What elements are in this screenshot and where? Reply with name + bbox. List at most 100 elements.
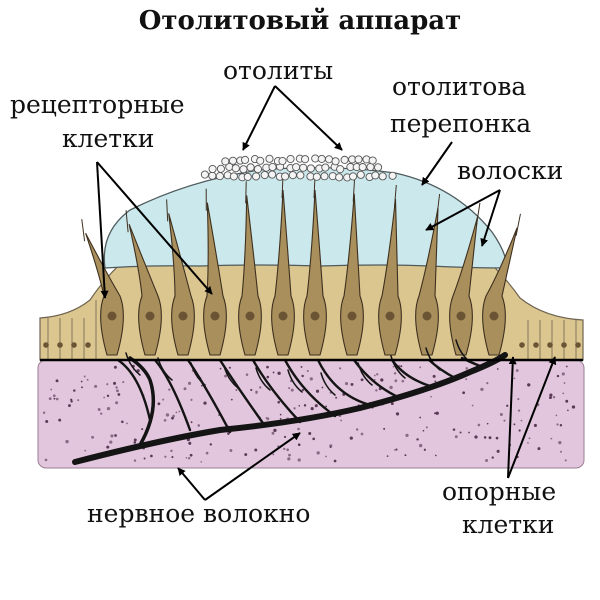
tissue-speck [549, 396, 552, 400]
tissue-speck [491, 456, 494, 459]
tissue-speck [190, 421, 193, 424]
tissue-speck [471, 404, 474, 407]
otolith [252, 172, 261, 181]
tissue-speck [297, 443, 301, 447]
tissue-speck [325, 455, 327, 458]
arrow-hairs-left [425, 189, 501, 231]
tissue-speck [114, 434, 117, 437]
tissue-speck [301, 374, 304, 378]
tissue-speck [383, 427, 386, 430]
tissue-speck [563, 382, 566, 384]
tissue-speck [528, 437, 531, 440]
arrow-receptor-right [96, 161, 213, 295]
receptor-nucleus [385, 311, 395, 321]
tissue-speck [227, 432, 230, 435]
tissue-speck [81, 386, 83, 389]
tissue-speck [394, 448, 397, 451]
tissue-speck [301, 388, 305, 392]
tissue-speck [315, 389, 320, 393]
tissue-speck [423, 448, 426, 451]
tissue-speck [418, 443, 423, 448]
receptor-cell [128, 223, 162, 356]
otolith [296, 171, 305, 180]
otolith [306, 164, 315, 173]
tissue-speck [106, 445, 110, 449]
otolith [265, 154, 274, 163]
tissue-speck [394, 379, 398, 383]
tissue-speck [115, 386, 118, 389]
tissue-speck [571, 405, 576, 409]
tissue-speck [255, 390, 258, 394]
tissue-speck [55, 379, 59, 383]
nerve-branch [316, 358, 372, 407]
otolith [371, 171, 380, 180]
tissue-speck [434, 412, 437, 415]
tissue-speck [562, 392, 565, 395]
otolith [340, 155, 349, 164]
tissue-speck [515, 369, 519, 372]
otolith [374, 163, 383, 172]
tissue-speck [297, 458, 301, 462]
tissue-speck [375, 389, 378, 392]
tissue-speck [360, 378, 364, 382]
otolith [301, 155, 310, 164]
otolith [221, 157, 230, 166]
tissue-speck [395, 412, 400, 416]
hair [352, 179, 356, 202]
otolith [278, 156, 287, 166]
hair [125, 210, 129, 233]
tissue-speck [266, 375, 270, 379]
tissue-speck [565, 399, 569, 403]
tissue-speck [272, 371, 275, 374]
nerve-twig [255, 367, 271, 391]
tissue-speck [314, 404, 318, 408]
tissue-speck [355, 428, 359, 431]
tissue-speck [349, 436, 353, 440]
otolith [268, 170, 277, 179]
tissue-speck [201, 384, 203, 387]
tissue-speck [168, 388, 171, 391]
tissue-speck [224, 374, 227, 378]
tissue-speck [133, 438, 137, 442]
tissue-speck [520, 419, 523, 422]
tissue-speck [298, 405, 301, 407]
support-cell-nucleus [71, 342, 77, 348]
tissue-speck [122, 381, 125, 384]
tissue-speck [552, 395, 556, 399]
tissue-speck [389, 385, 393, 390]
tissue-speck [259, 386, 262, 389]
tissue-speck [434, 380, 437, 383]
nerve-twig [357, 362, 373, 386]
tissue-speck [279, 413, 282, 416]
tissue-speck [106, 394, 110, 398]
support-cell-nucleus [533, 342, 539, 348]
tissue-speck [113, 365, 117, 369]
nerve-trunk [72, 352, 508, 465]
tissue-speck [44, 458, 48, 462]
nerve-branch [283, 358, 337, 418]
tissue-speck [452, 428, 456, 431]
tissue-speck [143, 457, 146, 460]
support-cell-nucleus [547, 342, 553, 348]
tissue-speck [150, 454, 153, 458]
tissue-speck [109, 440, 113, 444]
label-supporting-cells-line1: опорные [442, 477, 557, 506]
tissue-speck [477, 423, 481, 427]
otolith [239, 165, 248, 174]
receptor-nucleus [310, 311, 320, 321]
support-cell-nucleus [561, 342, 567, 348]
tissue-speck [393, 372, 397, 375]
tissue-speck [401, 379, 405, 383]
otolith [241, 155, 250, 164]
tissue-speck [110, 434, 114, 438]
tissue-speck [254, 448, 258, 452]
nerve-branch [128, 356, 156, 447]
otolith [388, 171, 397, 180]
otolith [331, 157, 340, 166]
tissue-speck [287, 457, 291, 461]
tissue-speck [316, 451, 320, 455]
tissue-speck [419, 416, 422, 419]
tissue-speck [94, 384, 98, 388]
tissue-speck [321, 386, 324, 389]
tissue-speck [55, 397, 59, 401]
